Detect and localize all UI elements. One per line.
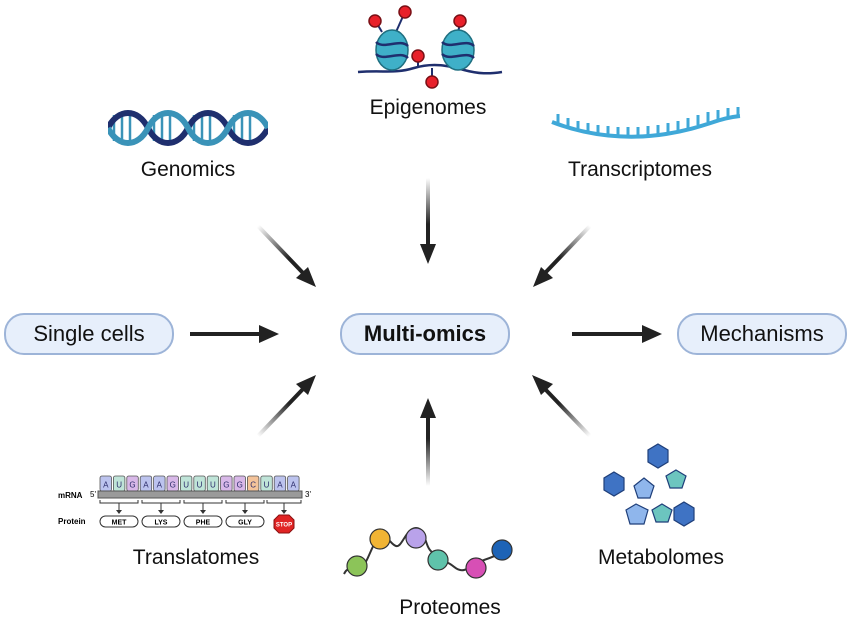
arrow-metabolomes	[532, 375, 592, 438]
arrow-transcriptomes	[533, 224, 592, 287]
metabolites-icon	[603, 443, 695, 527]
protein-label: Protein	[58, 517, 86, 526]
mechanisms-node: Mechanisms	[677, 313, 847, 355]
mrna-base-letter: A	[103, 481, 109, 490]
mrna-base-letter: A	[291, 481, 297, 490]
codon-lys: LYS	[155, 520, 168, 527]
rna-strand-icon	[551, 107, 741, 139]
arrow-genomics	[256, 224, 316, 287]
mrna-base-letter: G	[170, 481, 176, 490]
mrna-base-letter: G	[223, 481, 229, 490]
mrna-base-letter: A	[277, 481, 283, 490]
arrow-translatomes	[256, 375, 316, 438]
stop-label: STOP	[276, 523, 292, 529]
protein-chain-icon	[343, 526, 513, 579]
genomics-label: Genomics	[140, 158, 236, 181]
codon-phe: PHE	[196, 520, 211, 527]
mrna-base-letter: G	[129, 481, 135, 490]
multi-omics-node: Multi-omics	[340, 313, 510, 355]
codon-gly: GLY	[238, 520, 252, 527]
dna-helix-icon	[108, 110, 268, 146]
mrna-base-letter: C	[250, 481, 256, 490]
arrow-epigenomes	[420, 178, 436, 264]
five-prime-label: 5'	[90, 490, 96, 499]
epigenomes-label: Epigenomes	[369, 96, 487, 119]
arrow-single-cells	[190, 325, 279, 343]
mrna-base-letter: U	[183, 481, 189, 490]
mrna-label: mRNA	[58, 491, 83, 500]
mrna-base-letter: U	[210, 481, 216, 490]
stop-sign-icon	[273, 514, 295, 534]
mrna-base-letter: U	[264, 481, 270, 490]
metabolomes-label: Metabolomes	[597, 546, 725, 569]
codon-met: MET	[112, 520, 128, 527]
transcriptomes-label: Transcriptomes	[568, 158, 712, 181]
arrow-mechanisms	[572, 325, 662, 343]
translatomes-label: Translatomes	[132, 546, 260, 569]
mrna-base-letter: G	[237, 481, 243, 490]
three-prime-label: 3'	[305, 490, 311, 499]
mrna-base-letter: U	[197, 481, 203, 490]
arrow-proteomes	[420, 398, 436, 486]
epigenome-icon	[357, 5, 503, 89]
mrna-base-letter: A	[143, 481, 149, 490]
single-cells-node: Single cells	[4, 313, 174, 355]
mrna-base-letter: A	[157, 481, 163, 490]
mrna-base-letter: U	[116, 481, 122, 490]
proteomes-label: Proteomes	[399, 596, 501, 619]
